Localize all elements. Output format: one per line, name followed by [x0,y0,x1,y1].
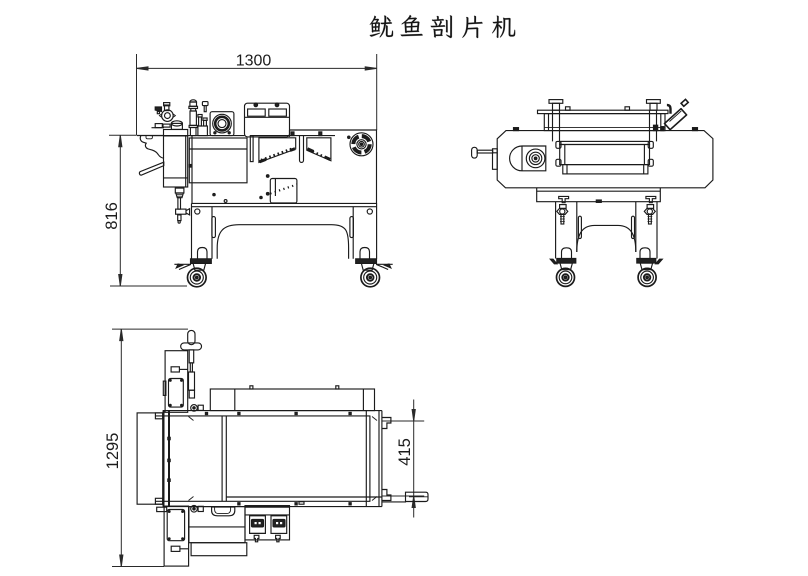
svg-text:415: 415 [396,438,414,466]
svg-text:1300: 1300 [236,52,272,69]
svg-text:1295: 1295 [104,433,122,470]
svg-text:816: 816 [103,202,121,230]
